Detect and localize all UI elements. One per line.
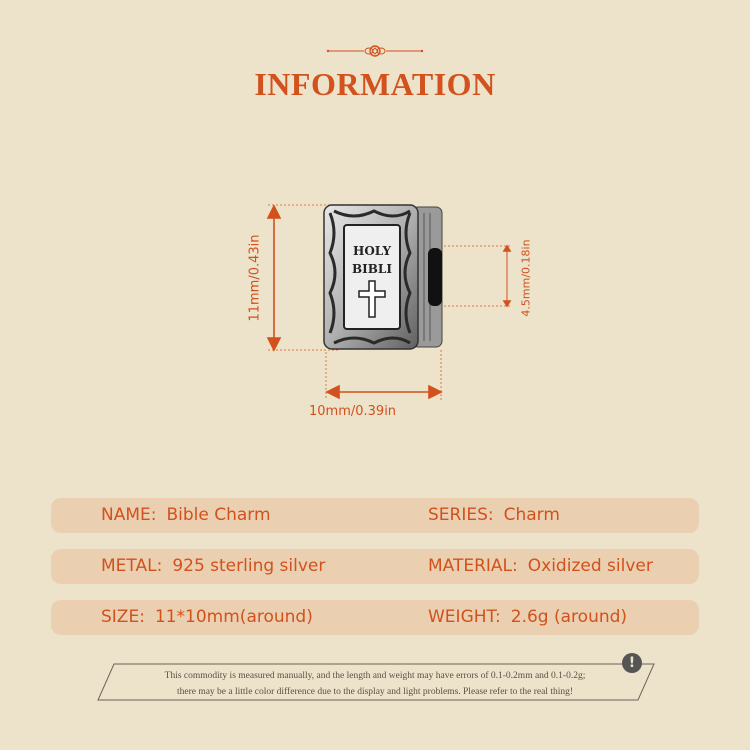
spec-value: Bible Charm: [166, 505, 271, 525]
notice-frame: [97, 663, 655, 701]
spec-label: NAME:: [101, 505, 157, 525]
spec-label: WEIGHT:: [428, 607, 501, 627]
svg-text:HOLY: HOLY: [353, 244, 391, 258]
width-dimension-label: 10mm/0.39in: [309, 404, 397, 419]
bible-charm-image: HOLY BIBLI: [323, 204, 443, 350]
spec-value: 925 sterling silver: [172, 556, 326, 576]
spec-row-size-weight: SIZE: 11*10mm(around) WEIGHT: 2.6g (around…: [51, 600, 699, 635]
spec-label: METAL:: [101, 556, 163, 576]
spec-value: Charm: [503, 505, 560, 525]
spec-row-name-series: NAME: Bible Charm SERIES: Charm: [51, 498, 699, 533]
page-title: INFORMATION: [254, 66, 496, 102]
height-dimension-label: 11mm/0.43in: [247, 234, 263, 322]
warning-icon: !: [622, 653, 642, 673]
disclaimer-text: This commodity is measured manually, and…: [164, 671, 586, 697]
spec-label: MATERIAL:: [428, 556, 518, 576]
spec-value: 2.6g (around): [510, 607, 628, 627]
spec-value: 11*10mm(around): [154, 607, 313, 627]
spec-label: SERIES:: [428, 505, 494, 525]
spec-value: Oxidized silver: [527, 556, 653, 576]
hole-dimension-label: 4.5mm/0.18in: [519, 239, 533, 317]
ornament-divider-icon: [326, 45, 424, 57]
spec-row-metal-material: METAL: 925 sterling silver MATERIAL: Oxidi…: [51, 549, 699, 584]
svg-text:BIBLI: BIBLI: [352, 262, 392, 276]
spec-label: SIZE:: [101, 607, 145, 627]
